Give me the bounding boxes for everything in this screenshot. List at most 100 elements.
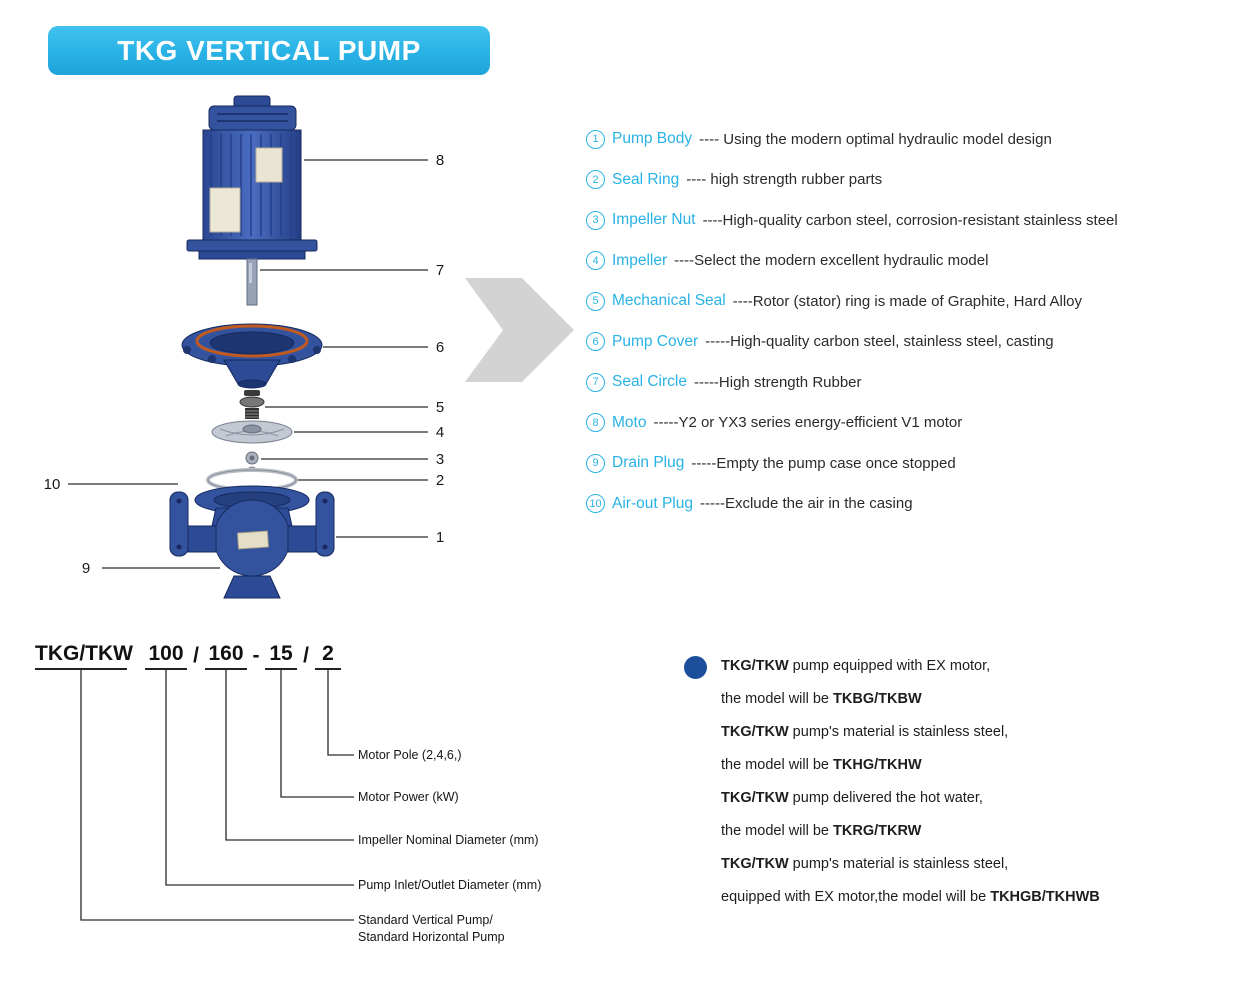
pump-body [169, 485, 335, 599]
part-description: ----Select the modern excellent hydrauli… [674, 252, 989, 269]
model-code-label-inlet-outlet: Pump Inlet/Outlet Diameter (mm) [358, 878, 542, 892]
model-code-line: TKG/TKW 100 / 160 - 15 / 2 [35, 642, 341, 670]
part-name: Mechanical Seal [612, 292, 726, 309]
note-line: the model will be TKBG/TKBW [721, 683, 1100, 716]
callout-number: 7 [436, 262, 444, 279]
part-name: Seal Circle [612, 373, 687, 390]
note-line: TKG/TKW pump delivered the hot water, [721, 782, 1100, 815]
part-name: Pump Body [612, 130, 693, 147]
impeller [211, 420, 293, 444]
part-description: -----High-quality carbon steel, stainles… [705, 333, 1054, 350]
part-number-badge: 4 [586, 251, 605, 270]
model-code-label-standard: Standard Vertical Pump/ Standard Horizon… [358, 912, 505, 946]
part-list-item: 3 Impeller Nut ----High-quality carbon s… [586, 208, 1118, 232]
callout-number: 9 [82, 560, 90, 577]
note-text: pump's material is stainless steel, [788, 856, 1009, 872]
suction-flange [169, 491, 189, 557]
part-list-item: 4 Impeller ----Select the modern excelle… [586, 249, 1118, 273]
parts-list: 1 Pump Body ---- Using the modern optima… [586, 127, 1118, 532]
note-line: TKG/TKW pump equipped with EX motor, [721, 650, 1100, 683]
model-code-segment-impeller: 160 [205, 642, 247, 670]
model-code-separator: / [303, 644, 309, 667]
callout-number: 3 [436, 451, 444, 468]
motor-nameplate [255, 147, 283, 183]
model-code-segment-pole: 2 [315, 642, 341, 670]
note-bold: TKG/TKW [721, 658, 789, 674]
shaft [246, 258, 258, 306]
motor [186, 95, 318, 260]
callout-lines [68, 159, 428, 569]
part-number-badge: 2 [586, 170, 605, 189]
part-name: Impeller Nut [612, 211, 696, 228]
part-list-item: 10 Air-out Plug -----Exclude the air in … [586, 492, 1118, 516]
part-list-item: 9 Drain Plug -----Empty the pump case on… [586, 451, 1118, 475]
connector-line [80, 670, 354, 921]
part-number-badge: 8 [586, 413, 605, 432]
note-text: equipped with EX motor,the model will be [721, 889, 991, 905]
title-banner: TKG VERTICAL PUMP [48, 26, 490, 75]
body-nameplate [236, 530, 270, 550]
connector-line [280, 670, 354, 798]
note-model: TKRG/TKRW [833, 823, 922, 839]
part-number-badge: 10 [586, 494, 605, 513]
note-model: TKBG/TKBW [833, 691, 922, 707]
model-code-segment-inlet: 100 [145, 642, 187, 670]
part-number-badge: 7 [586, 372, 605, 392]
model-code-segment-series: TKG/TKW [35, 642, 133, 670]
pump-exploded-diagram: 8 7 6 5 4 3 2 1 10 9 [44, 95, 574, 599]
part-description: -----High strength Rubber [693, 373, 862, 391]
motor-terminal-box [209, 187, 241, 233]
pump-cover [181, 323, 323, 389]
note-model: TKHGB/TKHWB [990, 889, 1100, 905]
model-code-label-line: Standard Horizontal Pump [358, 930, 505, 944]
notes-section: TKG/TKW pump equipped with EX motor, the… [684, 650, 1100, 914]
note-model: TKHG/TKHW [833, 757, 922, 773]
part-description: -----Exclude the air in the casing [699, 495, 913, 512]
discharge-flange [315, 491, 335, 557]
note-text: pump's material is stainless steel, [788, 724, 1009, 740]
model-code-separator: - [252, 644, 260, 667]
part-number-badge: 9 [586, 453, 605, 473]
part-description: ----Rotor (stator) ring is made of Graph… [732, 292, 1083, 310]
part-list-item: 7 Seal Circle -----High strength Rubber [586, 370, 1118, 394]
part-description: -----Empty the pump case once stopped [691, 454, 956, 472]
part-name: Air-out Plug [612, 494, 693, 512]
model-code-label-motor-pole: Motor Pole (2,4,6,) [358, 748, 462, 762]
connector-line [165, 670, 354, 886]
note-bold: TKG/TKW [721, 724, 789, 740]
note-line: equipped with EX motor,the model will be… [721, 881, 1100, 914]
bullet-icon [684, 656, 707, 679]
note-line: TKG/TKW pump's material is stainless ste… [721, 716, 1100, 749]
part-name: Seal Ring [612, 170, 680, 188]
note-line: TKG/TKW pump's material is stainless ste… [721, 848, 1100, 881]
callout-number: 2 [436, 472, 444, 489]
part-list-item: 2 Seal Ring ---- high strength rubber pa… [586, 168, 1118, 192]
model-code-label-line: Standard Vertical Pump/ [358, 913, 493, 927]
part-description: ---- high strength rubber parts [686, 171, 883, 188]
model-code-segment-power: 15 [265, 642, 297, 670]
note-bold: TKG/TKW [721, 856, 789, 872]
mechanical-seal [239, 390, 265, 419]
part-name: Drain Plug [612, 454, 685, 471]
part-list-item: 8 Moto -----Y2 or YX3 series energy-effi… [586, 411, 1118, 435]
note-text: pump equipped with EX motor, [788, 658, 991, 674]
callout-number: 1 [436, 529, 444, 546]
callout-number: 10 [44, 476, 61, 493]
part-list-item: 6 Pump Cover -----High-quality carbon st… [586, 330, 1118, 354]
part-name: Pump Cover [612, 332, 699, 350]
part-list-item: 1 Pump Body ---- Using the modern optima… [586, 127, 1118, 151]
model-code-label-motor-power: Motor Power (kW) [358, 790, 459, 804]
part-number-badge: 5 [586, 291, 605, 311]
note-text: pump delivered the hot water, [788, 790, 983, 806]
note-line: the model will be TKRG/TKRW [721, 815, 1100, 848]
callout-numbers: 8 7 6 5 4 3 2 1 10 9 [44, 152, 445, 577]
note-lines: TKG/TKW pump equipped with EX motor, the… [721, 650, 1100, 914]
model-code-label-impeller-diameter: Impeller Nominal Diameter (mm) [358, 833, 539, 847]
support-foot [223, 575, 281, 599]
part-description: ----High-quality carbon steel, corrosion… [702, 211, 1118, 229]
gasket-ring [195, 324, 309, 358]
model-code-separator: / [193, 644, 199, 667]
part-number-badge: 1 [586, 129, 605, 149]
page-title: TKG VERTICAL PUMP [117, 34, 421, 66]
